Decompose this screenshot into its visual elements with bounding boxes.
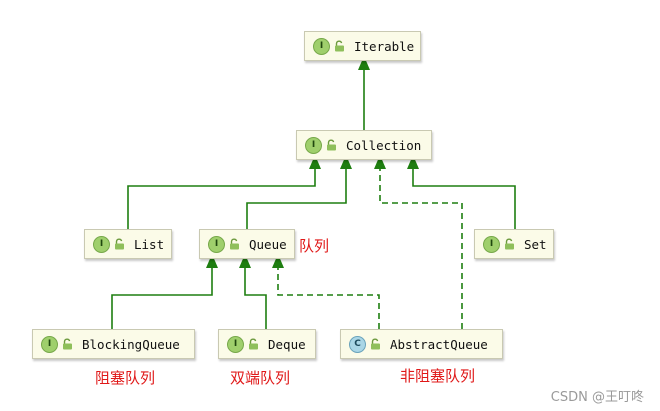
node-label-blocking-queue: BlockingQueue (82, 336, 180, 352)
edge-queue-to-collection (246, 169, 347, 229)
unlock-icon (63, 338, 72, 350)
annotation-blocking-queue: 阻塞队列 (95, 369, 156, 387)
arrowhead-set-to-collection (407, 155, 419, 169)
node-collection[interactable]: I Collection (296, 130, 432, 160)
unlock-icon (371, 338, 380, 350)
edge-set-to-collection (412, 169, 516, 229)
interface-badge-icon: I (208, 235, 225, 253)
watermark: CSDN @王叮咚 (550, 390, 644, 405)
node-iterable[interactable]: I Iterable (304, 31, 421, 61)
interface-badge-icon: I (41, 335, 58, 353)
unlock-icon (505, 238, 514, 250)
annotation-abstract-queue: 非阻塞队列 (400, 367, 476, 385)
unlock-icon (249, 338, 258, 350)
node-label-iterable: Iterable (354, 38, 415, 54)
arrowhead-abstract-queue-to-collection (374, 155, 386, 169)
edge-abstract-queue-to-collection (379, 169, 463, 329)
arrowhead-collection-to-iterable (358, 56, 370, 70)
edge-deque-to-queue (244, 268, 267, 329)
unlock-icon (230, 238, 239, 250)
edge-blocking-queue-to-queue (111, 268, 213, 329)
node-label-abstract-queue: AbstractQueue (390, 336, 488, 352)
node-blocking-queue[interactable]: I BlockingQueue (32, 329, 195, 359)
interface-badge-icon: I (93, 235, 110, 253)
unlock-icon (335, 40, 344, 52)
unlock-icon (327, 139, 336, 151)
annotation-queue: 队列 (299, 237, 330, 255)
arrowhead-deque-to-queue (239, 254, 251, 268)
arrowhead-list-to-collection (309, 155, 321, 169)
arrowhead-queue-to-collection (340, 155, 352, 169)
node-abstract-queue[interactable]: C AbstractQueue (340, 329, 503, 359)
edge-layer (111, 56, 516, 329)
edge-abstract-queue-to-queue (277, 268, 380, 329)
node-deque[interactable]: I Deque (218, 329, 316, 359)
node-label-list: List (134, 236, 165, 252)
node-set[interactable]: I Set (474, 229, 554, 259)
interface-badge-icon: I (305, 136, 322, 154)
arrowhead-abstract-queue-to-queue (272, 254, 284, 268)
unlock-icon (115, 238, 124, 250)
node-label-set: Set (524, 236, 547, 252)
node-label-deque: Deque (268, 336, 306, 352)
node-label-queue: Queue (249, 236, 287, 252)
node-queue[interactable]: I Queue (199, 229, 295, 259)
node-label-collection: Collection (346, 137, 422, 153)
arrowhead-blocking-queue-to-queue (206, 254, 218, 268)
annotation-deque: 双端队列 (230, 369, 291, 387)
interface-badge-icon: I (483, 235, 500, 253)
class-badge-icon: C (349, 335, 366, 353)
node-list[interactable]: I List (84, 229, 172, 259)
interface-badge-icon: I (313, 37, 330, 55)
interface-badge-icon: I (227, 335, 244, 353)
edge-list-to-collection (127, 169, 316, 229)
